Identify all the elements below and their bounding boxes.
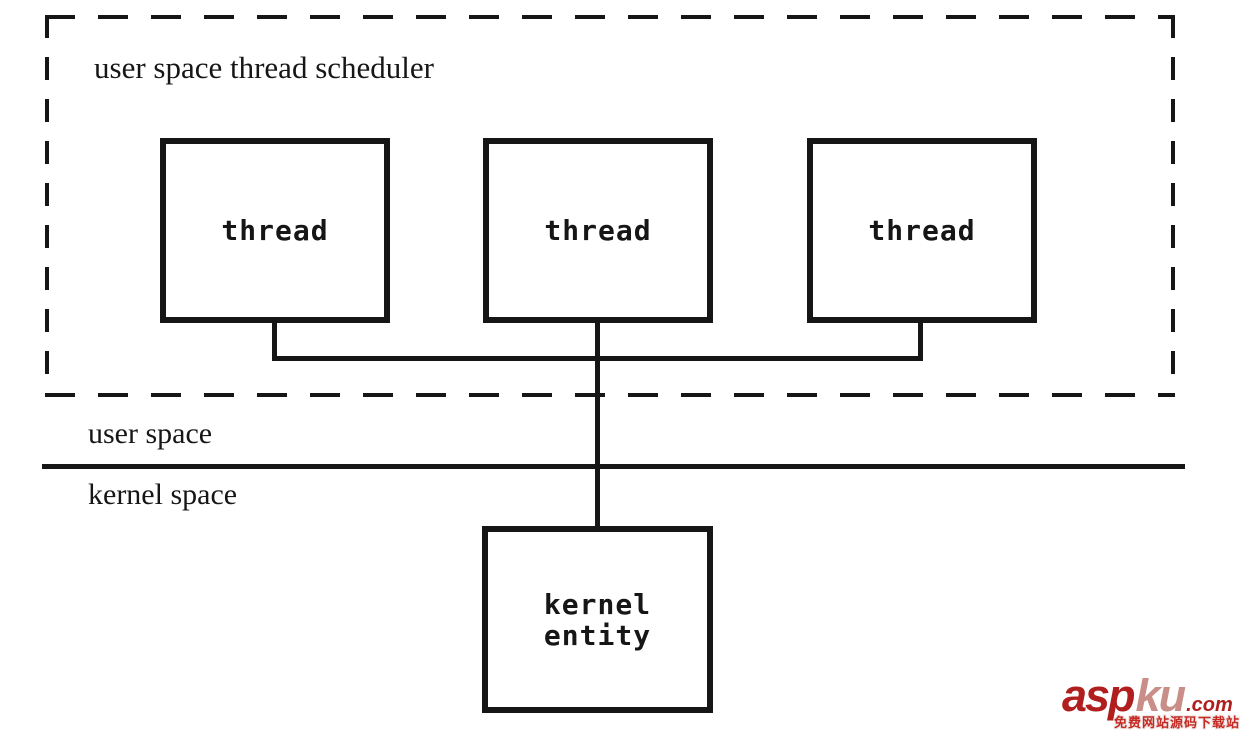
thread-box-3: thread [807,138,1037,323]
scheduler-border-left [45,15,49,397]
thread-box-3-label: thread [868,214,976,247]
kernel-entity-box: kernel entity [482,526,713,713]
aspku-logo-accent: ku [1135,670,1186,721]
kernel-space-label: kernel space [88,478,238,511]
thread-box-1-label: thread [221,214,329,247]
user-space-label: user space [88,417,213,450]
thread-box-2-label: thread [544,214,652,247]
scheduler-border-bottom [45,393,1175,397]
scheduler-border-top [45,15,1175,19]
thread-box-1: thread [160,138,390,323]
connector-vertical-to-kernel [595,320,600,526]
connector-stub-thread-1 [272,320,277,361]
thread-box-2: thread [483,138,713,323]
aspku-logo-suffix: .com [1186,694,1233,716]
aspku-tagline: 免费网站源码下载站! [1114,715,1240,730]
aspku-logo: asp ku .com [1062,670,1233,722]
scheduler-border-right [1171,15,1175,397]
kernel-entity-label: kernel entity [543,587,652,652]
user-kernel-separator-line [42,464,1185,469]
scheduler-title: user space thread scheduler [94,50,434,85]
connector-stub-thread-3 [918,320,923,361]
aspku-logo-main: asp [1062,670,1136,721]
